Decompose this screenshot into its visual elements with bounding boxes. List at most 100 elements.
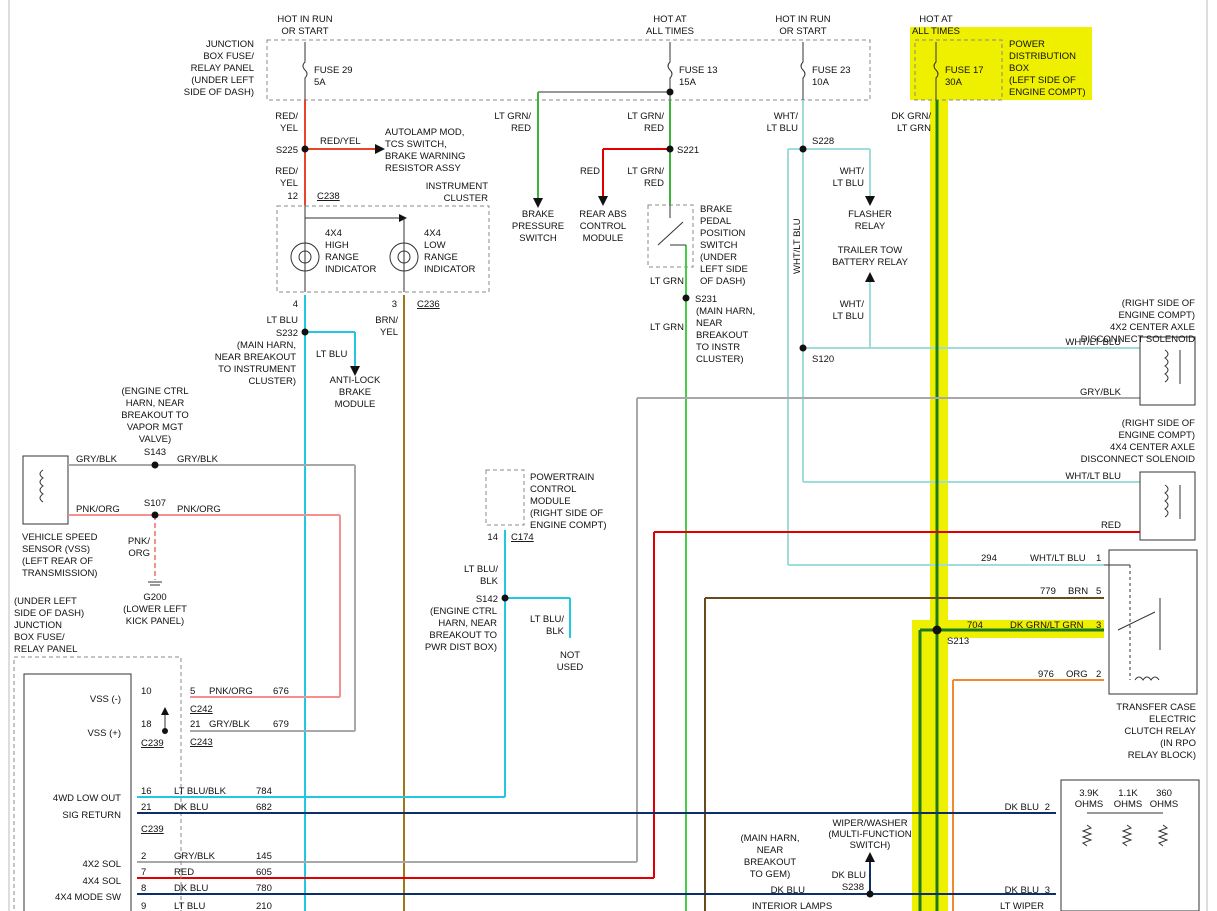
svg-text:ALL TIMES: ALL TIMES [646,26,694,37]
svg-text:YEL: YEL [380,327,398,338]
svg-text:DK BLU: DK BLU [174,883,208,894]
svg-text:HARN, NEAR: HARN, NEAR [438,618,497,629]
svg-text:TRAILER TOW: TRAILER TOW [838,245,903,256]
svg-text:DK BLU: DK BLU [174,802,208,813]
svg-text:CLUTCH RELAY: CLUTCH RELAY [1124,726,1196,737]
svg-text:(MAIN HARN,: (MAIN HARN, [237,340,296,351]
svg-text:TRANSFER CASE: TRANSFER CASE [1116,702,1196,713]
svg-text:TCS SWITCH,: TCS SWITCH, [385,139,447,150]
svg-text:RED/YEL: RED/YEL [320,136,361,147]
svg-text:BOX FUSE/: BOX FUSE/ [14,632,65,643]
svg-text:CLUSTER): CLUSTER) [696,354,744,365]
svg-text:RESISTOR ASSY: RESISTOR ASSY [385,163,462,174]
svg-text:(ENGINE CTRL: (ENGINE CTRL [121,386,188,397]
svg-text:BRAKE WARNING: BRAKE WARNING [385,151,465,162]
svg-text:PNK/ORG: PNK/ORG [177,504,221,515]
svg-text:DK BLU: DK BLU [832,870,866,881]
svg-text:5A: 5A [314,77,326,88]
labels-left: RED/ YEL S225 RED/YEL AUTOLAMP MOD, TCS … [14,111,488,749]
svg-text:(RIGHT SIDE OF: (RIGHT SIDE OF [530,508,603,519]
svg-text:682: 682 [256,802,272,813]
svg-text:145: 145 [256,851,272,862]
solenoid-4x4 [1139,471,1196,541]
fuse-23-label: FUSE 23 [812,65,851,76]
svg-text:3: 3 [1096,620,1101,631]
dk-grn-wire-highlight-2 [912,620,932,911]
svg-text:ORG: ORG [128,548,150,559]
svg-text:VEHICLE SPEED: VEHICLE SPEED [22,532,98,543]
svg-text:JUNCTION: JUNCTION [14,620,62,631]
svg-text:LT BLU/BLK: LT BLU/BLK [174,786,227,797]
svg-text:PEDAL: PEDAL [700,216,731,227]
svg-text:TO GEM): TO GEM) [750,869,790,880]
svg-text:ENGINE COMPT): ENGINE COMPT) [1118,310,1195,321]
svg-text:S142: S142 [476,594,498,605]
svg-text:5: 5 [1096,586,1101,597]
svg-text:RED/: RED/ [275,111,298,122]
svg-text:605: 605 [256,867,272,878]
svg-text:INDICATOR: INDICATOR [424,264,476,275]
hot-all-label: HOT AT [653,14,687,25]
svg-text:POWERTRAIN: POWERTRAIN [530,472,594,483]
svg-text:BRAKE: BRAKE [700,204,732,215]
svg-text:BOX FUSE/: BOX FUSE/ [203,51,254,62]
svg-text:S213: S213 [947,636,969,647]
svg-text:S221: S221 [677,145,699,156]
fuse-23-symbol [800,42,806,100]
svg-text:MODULE: MODULE [335,399,376,410]
fuse-17-symbol [933,42,939,100]
svg-text:18: 18 [141,719,152,730]
svg-text:GRY/BLK: GRY/BLK [174,851,216,862]
svg-text:S228: S228 [812,136,834,147]
svg-text:4X4: 4X4 [325,228,342,239]
svg-text:CLUSTER: CLUSTER [444,193,488,204]
svg-text:(MULTI-FUNCTION: (MULTI-FUNCTION [828,829,911,840]
svg-text:RED: RED [580,166,600,177]
svg-text:WHT/LT BLU: WHT/LT BLU [1065,337,1121,348]
svg-text:HARN, NEAR: HARN, NEAR [126,398,185,409]
svg-text:210: 210 [256,901,272,911]
svg-text:360: 360 [1156,788,1172,799]
svg-text:SIDE OF DASH): SIDE OF DASH) [14,608,84,619]
svg-text:RED: RED [511,123,531,134]
svg-text:LT BLU: LT BLU [833,311,864,322]
svg-text:(MAIN HARN,: (MAIN HARN, [740,833,799,844]
svg-text:NEAR: NEAR [757,845,784,856]
svg-text:NEAR: NEAR [696,318,723,329]
labels-right: WHT/ LT BLU S228 WHT/ LT BLU FLASHER REL… [767,111,1197,761]
svg-text:DISCONNECT SOLENOID: DISCONNECT SOLENOID [1081,334,1196,345]
svg-text:SIG RETURN: SIG RETURN [62,810,121,821]
power-dist-label: POWER [1009,39,1045,50]
svg-text:(IN RPO: (IN RPO [1160,738,1196,749]
svg-text:(UNDER LEFT: (UNDER LEFT [14,596,77,607]
svg-text:4X4 SOL: 4X4 SOL [82,876,121,887]
svg-text:ENGINE COMPT): ENGINE COMPT) [1118,430,1195,441]
svg-text:PNK/ORG: PNK/ORG [76,504,120,515]
svg-text:BREAKOUT: BREAKOUT [696,330,748,341]
svg-text:TO INSTRUMENT: TO INSTRUMENT [218,364,296,375]
svg-text:SWITCH: SWITCH [700,240,738,251]
svg-text:3: 3 [1045,885,1050,896]
svg-text:S231: S231 [695,294,717,305]
svg-text:BLK: BLK [480,576,499,587]
svg-text:HOT AT: HOT AT [919,14,953,25]
svg-text:3: 3 [392,299,397,310]
svg-text:4X4 CENTER AXLE: 4X4 CENTER AXLE [1110,442,1195,453]
svg-text:INTERIOR LAMPS: INTERIOR LAMPS [752,901,832,911]
svg-text:HIGH: HIGH [325,240,349,251]
svg-text:PWR DIST BOX): PWR DIST BOX) [425,642,497,653]
svg-text:AUTOLAMP MOD,: AUTOLAMP MOD, [385,127,464,138]
svg-text:CLUSTER): CLUSTER) [248,376,296,387]
svg-text:WHT/LT BLU: WHT/LT BLU [1030,553,1086,564]
svg-text:RANGE: RANGE [424,252,458,263]
high-range-lamp [290,242,320,272]
svg-text:OF DASH): OF DASH) [700,276,745,287]
svg-text:VAPOR MGT: VAPOR MGT [127,422,183,433]
pcm-box [485,469,525,526]
svg-text:C243: C243 [190,737,213,748]
svg-text:TRANSMISSION): TRANSMISSION) [22,568,97,579]
svg-text:RED/: RED/ [275,166,298,177]
svg-text:294: 294 [981,553,997,564]
svg-text:1.1K: 1.1K [1118,788,1138,799]
